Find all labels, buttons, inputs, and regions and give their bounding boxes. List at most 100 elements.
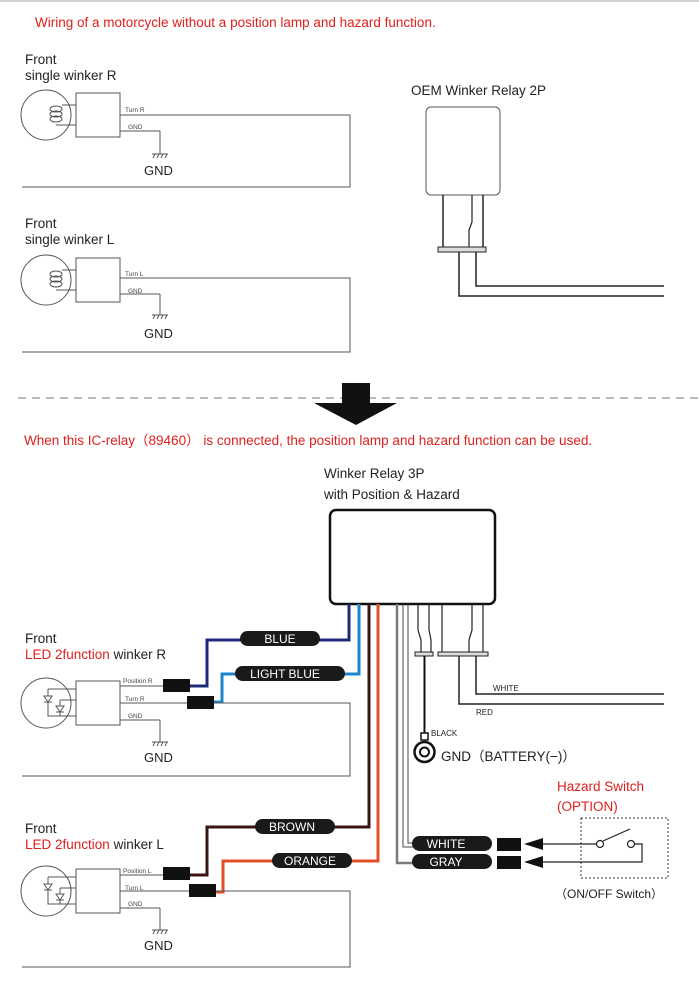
connector-plate bbox=[437, 246, 487, 253]
turn-r-circuit bbox=[22, 702, 351, 777]
ground-hatch bbox=[160, 741, 164, 747]
ground-hatch bbox=[156, 741, 160, 747]
oem-relay-title: OEM Winker Relay 2P bbox=[411, 83, 546, 98]
diode-icon bbox=[43, 695, 53, 703]
wire-light-blue bbox=[212, 604, 361, 704]
hazard-switch-title-line1: Hazard Switch bbox=[557, 779, 644, 794]
turn-l-label: Turn L bbox=[125, 885, 144, 892]
ground-hatch bbox=[164, 929, 168, 935]
bulb-outline bbox=[20, 254, 72, 306]
turn-l-circuit bbox=[22, 277, 351, 353]
turn-r-circuit bbox=[22, 114, 351, 188]
winker-r-title-line2: single winker R bbox=[25, 68, 117, 83]
top-heading: Wiring of a motorcycle without a positio… bbox=[35, 15, 436, 30]
turn-l-circuit bbox=[22, 890, 351, 968]
turn-l-label: Turn L bbox=[125, 271, 144, 278]
ground-symbol-icon bbox=[152, 131, 168, 159]
bulb-outline bbox=[20, 89, 72, 141]
winker-body bbox=[75, 868, 121, 914]
wire-label-red-power: RED bbox=[476, 708, 493, 717]
ground-hatch bbox=[164, 741, 168, 747]
filament-coil bbox=[49, 105, 63, 113]
wire-white-hazard-outline bbox=[402, 604, 420, 848]
wire-label-white-hazard-text: WHITE bbox=[427, 837, 466, 851]
winker-r-title-line1: Front bbox=[25, 52, 57, 67]
wire-label-light-blue: LIGHT BLUE bbox=[235, 666, 345, 681]
winker-l-title-line2: single winker L bbox=[25, 232, 115, 247]
ground-hatch bbox=[152, 314, 156, 320]
led-winker-l-title-line2: LED 2function winker L bbox=[25, 837, 164, 852]
led-winker-l-title-line1: Front bbox=[25, 821, 57, 836]
bulb-icon bbox=[20, 89, 121, 141]
ground-terminal-label: GND（BATTERY(−)） bbox=[441, 749, 576, 764]
gnd-wire-label: GND bbox=[128, 288, 143, 295]
oem-winker-relay: OEM Winker Relay 2P bbox=[411, 83, 546, 253]
gnd-wire-label: GND bbox=[128, 901, 143, 908]
oem-wire-2 bbox=[458, 252, 664, 297]
led-winker-l: Front LED 2function winker L Position L … bbox=[20, 821, 173, 953]
wire-label-light-blue-text: LIGHT BLUE bbox=[250, 667, 320, 681]
ground-hatch bbox=[156, 153, 160, 159]
wire-brown bbox=[190, 604, 371, 877]
hazard-switch: Hazard Switch (OPTION) （ON/OFF Switch） bbox=[543, 779, 669, 901]
top-border bbox=[0, 0, 699, 2]
down-arrow-icon bbox=[314, 383, 397, 425]
position-r-label: Position R bbox=[123, 678, 153, 685]
diode-icon bbox=[43, 883, 53, 891]
bullet-connector bbox=[189, 884, 216, 897]
winker-l-suffix: winker L bbox=[110, 837, 165, 852]
relay-3p-title-line2: with Position & Hazard bbox=[323, 487, 460, 502]
wire-label-black-ground: BLACK bbox=[431, 729, 458, 738]
ground-hatch bbox=[156, 314, 160, 320]
wire-label-brown: BROWN bbox=[255, 819, 335, 834]
bottom-heading: When this IC-relay（89460） is connected, … bbox=[24, 433, 592, 448]
ground-symbol-icon bbox=[152, 720, 168, 747]
diode-icon bbox=[55, 705, 65, 713]
wire-label-brown-text: BROWN bbox=[269, 820, 315, 834]
hazard-connector bbox=[497, 838, 521, 851]
filament-coil bbox=[49, 280, 63, 288]
connector-pin bbox=[468, 195, 473, 247]
winker-body bbox=[75, 680, 121, 726]
filament-coil bbox=[49, 275, 63, 283]
wire-label-white-hazard: WHITE bbox=[412, 836, 492, 851]
diode-icon bbox=[55, 893, 65, 901]
connector-side bbox=[428, 604, 432, 652]
connector-pin bbox=[468, 604, 473, 652]
relay-3p-body bbox=[328, 508, 497, 606]
oem-relay-body bbox=[425, 106, 501, 196]
bullet-connector bbox=[163, 679, 190, 692]
hazard-connector bbox=[497, 856, 521, 869]
ground-hatch bbox=[156, 929, 160, 935]
led-winker-r: Front LED 2function winker R Position R … bbox=[20, 631, 173, 765]
hazard-switch-title-line2: (OPTION) bbox=[557, 799, 618, 814]
ground-hatch bbox=[152, 741, 156, 747]
ground-text: GND bbox=[144, 750, 173, 765]
arrow-icon bbox=[524, 838, 543, 850]
wire-label-gray-hazard-text: GRAY bbox=[429, 855, 462, 869]
bulb-icon bbox=[20, 254, 121, 306]
relay-3p-title-line1: Winker Relay 3P bbox=[324, 466, 425, 481]
ground-text: GND bbox=[144, 163, 173, 178]
winker-r-suffix: winker R bbox=[110, 647, 167, 662]
arrow-icon bbox=[524, 856, 543, 868]
led-2function-label: LED 2function bbox=[25, 647, 110, 662]
ground-hatch bbox=[164, 153, 168, 159]
winker-relay-3p: Winker Relay 3P with Position & Hazard bbox=[323, 466, 497, 606]
switch-wire bbox=[543, 843, 643, 863]
ground-hatch bbox=[160, 314, 164, 320]
turn-r-label: Turn R bbox=[125, 107, 145, 114]
connector-plate bbox=[437, 651, 489, 657]
ground-symbol-icon bbox=[152, 294, 168, 320]
wire-orange bbox=[214, 604, 380, 894]
led-bulb-icon bbox=[20, 677, 121, 729]
led-winker-r-title-line1: Front bbox=[25, 631, 57, 646]
hazard-switch-option-box bbox=[580, 817, 669, 879]
wire-label-orange-text: ORANGE bbox=[284, 854, 336, 868]
gnd-wire-label: GND bbox=[128, 124, 143, 131]
position-l-label: Position L bbox=[123, 868, 152, 875]
ground-text: GND bbox=[144, 326, 173, 341]
hazard-switch-caption: （ON/OFF Switch） bbox=[555, 887, 663, 901]
winker-l-title-line1: Front bbox=[25, 216, 57, 231]
